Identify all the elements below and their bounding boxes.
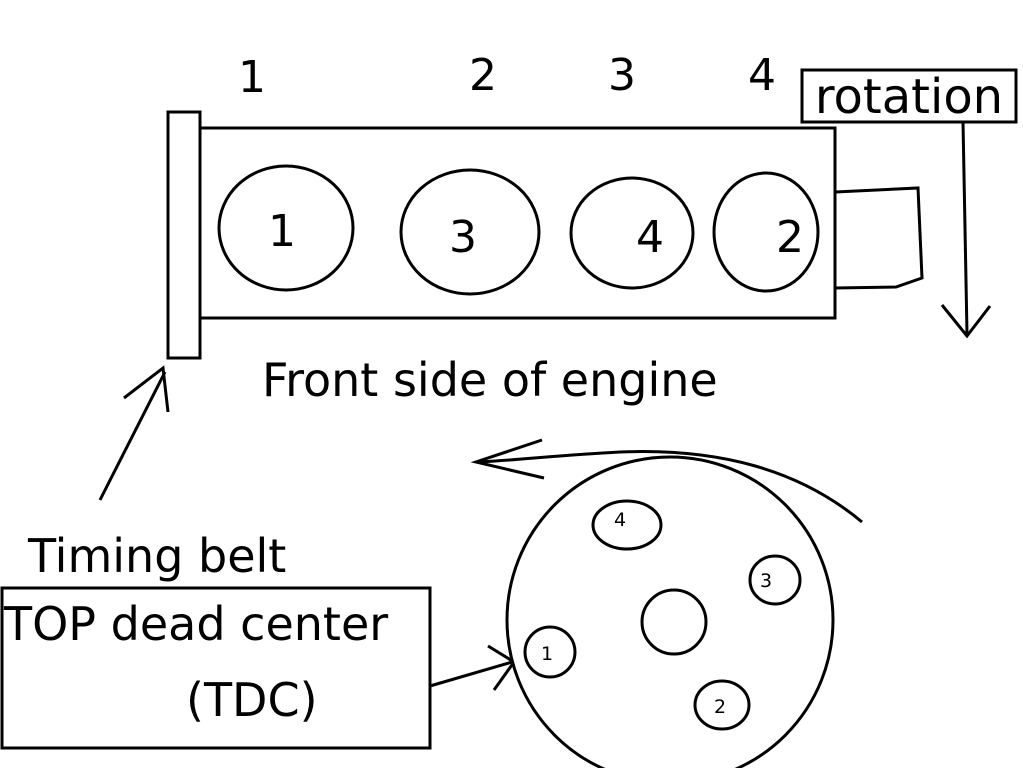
cylinder-bore — [399, 168, 541, 296]
position-number-1: 1 — [238, 52, 266, 103]
rotation-label: rotation — [815, 69, 1003, 125]
tdc-label-box — [0, 586, 432, 750]
timing-belt-arrow-head — [123, 365, 170, 413]
cylinder-number: 2 — [776, 212, 804, 263]
cylinder-bore — [569, 176, 695, 290]
rotation-label-box — [800, 68, 1018, 124]
cylinder-number: 4 — [636, 212, 664, 263]
rotation-arrow-head — [940, 304, 992, 339]
distributor-cap — [505, 455, 835, 773]
cylinder-number: 1 — [268, 206, 296, 257]
cylinder-number: 3 — [449, 212, 477, 263]
cylinder-bore — [217, 164, 355, 292]
timing-belt-arrow — [98, 371, 167, 501]
terminal-number: 3 — [760, 570, 772, 592]
distributor-terminal — [591, 499, 663, 551]
distributor-rotor-center — [640, 588, 708, 656]
position-number-2: 2 — [469, 50, 497, 101]
position-number-3: 3 — [608, 50, 636, 101]
distributor-rotation-arrow-head — [470, 438, 545, 480]
rotation-arrow — [961, 121, 969, 335]
distributor-rotation-arrow — [477, 450, 863, 524]
tdc-arrow — [429, 660, 513, 688]
tdc-label-line2: (TDC) — [186, 673, 318, 727]
cylinder-bore — [712, 171, 820, 293]
timing-belt-label: Timing belt — [27, 529, 286, 583]
tdc-label-line1: TOP dead center — [3, 597, 388, 651]
timing-belt-plate — [166, 110, 202, 360]
distributor-terminal — [523, 625, 577, 679]
distributor-terminal — [693, 679, 751, 731]
distributor-terminal — [748, 554, 802, 606]
terminal-number: 4 — [614, 509, 626, 531]
position-number-4: 4 — [748, 50, 776, 101]
terminal-number: 1 — [541, 643, 553, 665]
front-side-label: Front side of engine — [262, 353, 718, 407]
terminal-number: 2 — [714, 696, 726, 718]
engine-rear-stub — [834, 186, 924, 290]
